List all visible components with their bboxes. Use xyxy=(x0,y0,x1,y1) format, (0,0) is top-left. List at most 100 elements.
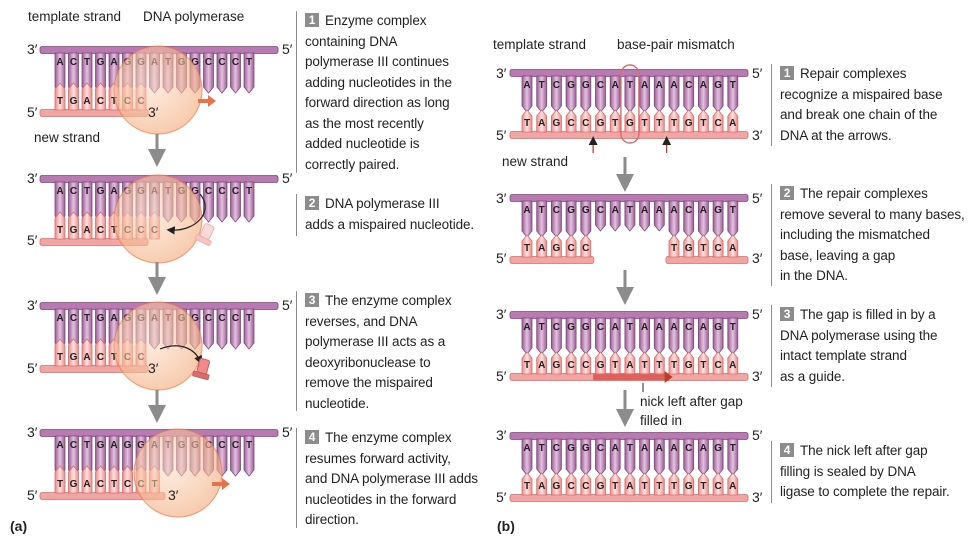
tmpl-b2-5-tooth xyxy=(595,200,606,232)
new-b1-3-base: C xyxy=(567,118,574,129)
five-prime-b2-new: 5′ xyxy=(496,250,507,266)
new-b4-6-tooth xyxy=(609,472,621,496)
tmpl-a4-4-base: A xyxy=(110,440,117,451)
tmpl-b4-3-tooth xyxy=(565,438,577,476)
new-b4-3-base: C xyxy=(567,481,574,492)
new-a2-0-tooth xyxy=(54,211,66,240)
tmpl-b2-11-tooth xyxy=(683,200,695,238)
forward-arrow-a4 xyxy=(212,478,230,490)
tmpl-b3-10-base: A xyxy=(670,322,677,333)
tmpl-b4-6-base: A xyxy=(612,443,619,454)
new-b3-9-base: T xyxy=(656,360,662,371)
three-prime-b2-new: 3′ xyxy=(752,250,763,266)
panel-a-drawing: ACTGAGGATGGCCCTTGACTCCACTGAGGATGGCCCTTGA… xyxy=(39,45,279,518)
five-prime-b4-new: 5′ xyxy=(496,489,507,505)
tmpl-b2-9-base: A xyxy=(656,205,663,216)
three-prime-b2: 3′ xyxy=(496,190,507,206)
tmpl-b3-12-base: A xyxy=(700,322,707,333)
tmpl-a2-13-tooth xyxy=(230,181,241,223)
tmpl-b1-4-tooth xyxy=(580,75,592,113)
tmpl-b2-11-base: C xyxy=(685,205,692,216)
tmpl-b4-2-tooth xyxy=(551,438,562,476)
three-prime-b1-new: 3′ xyxy=(752,127,763,143)
step-b4-number: 4 xyxy=(780,443,794,457)
tmpl-b1-10-tooth xyxy=(668,75,680,113)
tmpl-b3-2-base: C xyxy=(553,322,560,333)
base-pair-mismatch-label: base-pair mismatch xyxy=(617,37,735,52)
template-backbone-b1 xyxy=(509,69,749,77)
tmpl-a2-0-base: A xyxy=(56,186,63,197)
step-a4-dna: ACTGAGGATGGCCCTTGACTCCT xyxy=(39,428,279,518)
new-b2-right-1-base: G xyxy=(685,243,693,254)
new-b4-9-base: T xyxy=(656,481,662,492)
tmpl-b3-9-tooth xyxy=(653,317,665,355)
tmpl-b2-4-base: G xyxy=(582,205,590,216)
new-a3-2-base: A xyxy=(83,352,90,363)
five-prime-a3-new: 5′ xyxy=(27,360,38,376)
new-b3-7-base: A xyxy=(626,360,633,371)
new-b2-left-3-base: C xyxy=(567,243,574,254)
tmpl-b3-11-base: C xyxy=(685,322,692,333)
new-a3-4-base: T xyxy=(111,352,117,363)
new-a2-3-base: C xyxy=(97,225,104,236)
new-b1-10-tooth xyxy=(668,109,680,133)
new-b1-2-base: G xyxy=(553,118,561,129)
tmpl-b3-5-tooth xyxy=(595,317,606,355)
tmpl-b2-1-tooth xyxy=(536,200,548,238)
tmpl-b4-12-tooth xyxy=(698,438,709,476)
five-prime-b3-new: 5′ xyxy=(496,368,507,384)
step-b4-divider xyxy=(771,441,772,503)
step-b1-divider xyxy=(771,64,772,146)
new-b1-13-tooth xyxy=(712,109,724,133)
tmpl-a2-11-tooth xyxy=(203,181,214,223)
tmpl-b2-8-tooth xyxy=(639,200,650,232)
tmpl-b4-0-tooth xyxy=(521,438,533,476)
tmpl-b4-0-base: A xyxy=(523,443,530,454)
tmpl-b1-1-base: T xyxy=(539,80,545,91)
tmpl-b3-13-tooth xyxy=(712,317,724,355)
tmpl-a4-14-tooth xyxy=(243,435,255,477)
tmpl-b2-0-tooth xyxy=(521,200,533,238)
tmpl-a2-14-base: T xyxy=(246,186,252,197)
new-b4-11-base: G xyxy=(685,481,693,492)
step-a1-divider xyxy=(296,11,297,173)
new-backbone-b2-right xyxy=(665,256,749,264)
tmpl-a2-13-base: C xyxy=(232,186,239,197)
tmpl-b1-11-tooth xyxy=(683,75,695,113)
removed-nucleotide-arrow xyxy=(159,345,203,365)
new-b4-14-base: A xyxy=(729,481,736,492)
five-prime-a1: 5′ xyxy=(282,41,293,57)
tmpl-a3-2-base: T xyxy=(84,313,90,324)
new-b4-8-base: T xyxy=(642,481,648,492)
tmpl-b2-12-tooth xyxy=(698,200,709,238)
tmpl-a2-1-base: C xyxy=(70,186,77,197)
new-b1-10-base: T xyxy=(671,118,677,129)
new-b1-8-base: T xyxy=(642,118,648,129)
step-a2-number: 2 xyxy=(305,196,319,210)
tmpl-b4-4-base: G xyxy=(582,443,590,454)
new-a1-0-tooth xyxy=(54,82,66,111)
new-a4-2-tooth xyxy=(81,465,93,494)
new-b1-6-base: T xyxy=(612,118,618,129)
new-b3-13-tooth xyxy=(712,351,724,375)
new-b3-8-base: T xyxy=(642,360,648,371)
tmpl-b3-9-base: A xyxy=(656,322,663,333)
tmpl-b2-3-tooth xyxy=(565,200,577,238)
new-b4-9-tooth xyxy=(653,472,665,496)
five-prime-b3: 5′ xyxy=(752,306,763,322)
new-b1-7-base: G xyxy=(626,118,634,129)
tmpl-a1-12-tooth xyxy=(216,52,228,94)
new-a3-0-base: T xyxy=(57,352,63,363)
three-prime-a1: 3′ xyxy=(27,41,38,57)
tmpl-b4-5-tooth xyxy=(595,438,606,476)
tmpl-b4-5-base: C xyxy=(597,443,604,454)
new-b4-10-tooth xyxy=(668,472,680,496)
tmpl-b3-13-base: G xyxy=(714,322,722,333)
new-a2-2-base: A xyxy=(83,225,90,236)
tmpl-a4-3-base: G xyxy=(97,440,105,451)
tmpl-a3-0-base: A xyxy=(56,313,63,324)
step-a1-text: Enzyme complex containing DNA polymerase… xyxy=(305,13,452,172)
new-b4-0-tooth xyxy=(521,472,533,496)
three-prime-a1-new: 3′ xyxy=(148,104,159,120)
